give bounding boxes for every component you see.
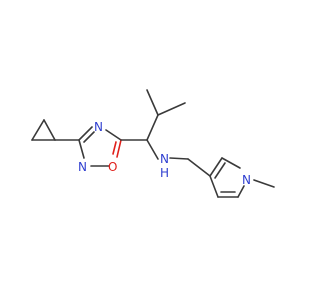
bond-ipr-me1 bbox=[146, 89, 159, 116]
bond-ch2-pyrrole bbox=[187, 158, 211, 177]
bond-c5-o1-double bbox=[112, 141, 117, 155]
bond-py-c2-n1 bbox=[221, 157, 241, 169]
cyclopropyl-group bbox=[31, 119, 56, 141]
bond-n2-c3 bbox=[78, 139, 85, 159]
oxadiazole-ring bbox=[78, 126, 122, 167]
atom-oxadiazole-o1: O bbox=[108, 160, 117, 174]
atom-oxadiazole-n4: N bbox=[94, 120, 103, 134]
molecule-diagram: N N O N H N bbox=[31, 89, 275, 198]
atom-oxadiazole-n2: N bbox=[78, 160, 87, 174]
bond-cp-1 bbox=[31, 119, 45, 141]
bond-ch-nh bbox=[146, 139, 159, 160]
bond-py-c3-c2-double bbox=[214, 162, 226, 179]
bond-ch-ipr bbox=[146, 114, 159, 141]
bond-py-c4-c3 bbox=[209, 175, 219, 198]
bond-cp-2 bbox=[43, 119, 56, 141]
isopropyl-group bbox=[146, 89, 186, 141]
bond-nh-ch2 bbox=[169, 157, 189, 160]
bond-n4-c5 bbox=[105, 129, 122, 141]
atom-amine-h: H bbox=[160, 166, 169, 180]
bond-n-methyl bbox=[253, 179, 275, 188]
bond-c5-o1 bbox=[116, 139, 122, 158]
bond-py-c3-c2 bbox=[209, 157, 223, 177]
pyrrole-ring bbox=[209, 157, 245, 198]
atom-amine-n: N bbox=[160, 152, 169, 166]
bond-ipr-me2 bbox=[157, 102, 186, 116]
atom-pyrrole-n: N bbox=[242, 173, 251, 187]
bond-py-n1-c5 bbox=[237, 185, 245, 198]
bond-c3-n4-double bbox=[83, 131, 95, 143]
molecule-structure: N N O N H N bbox=[31, 89, 275, 198]
bond-c3-n4 bbox=[78, 126, 93, 141]
